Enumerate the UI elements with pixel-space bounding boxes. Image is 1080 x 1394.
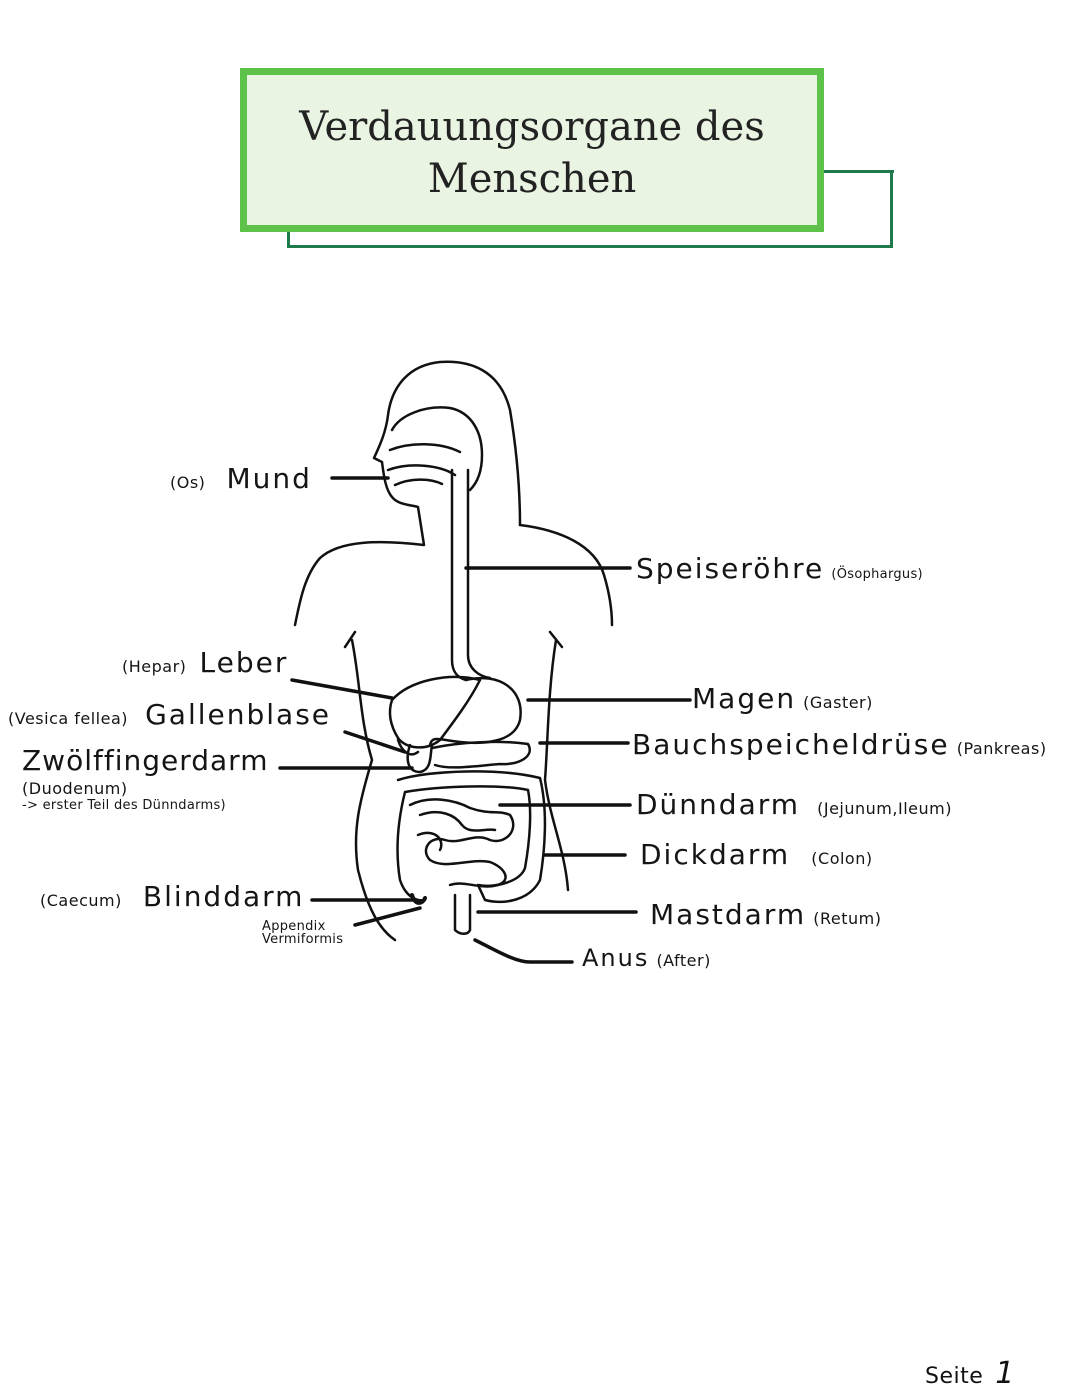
waist-right: [543, 630, 570, 892]
leader-leber: [290, 678, 394, 700]
title-shadow-edge: [822, 170, 894, 173]
waist-left: [343, 630, 397, 942]
label-gallenblase-name: Gallenblase: [145, 698, 332, 731]
page-title: Verdauungsorgane des Menschen: [247, 101, 817, 205]
duodenum: [406, 743, 434, 774]
label-mastdarm-latin: (Retum): [813, 909, 882, 928]
label-zwoelffingerdarm-name: Zwölffingerdarm: [22, 744, 269, 777]
leader-gallenblase: [343, 730, 407, 754]
label-appendix-line2: Vermiformis: [262, 932, 344, 947]
label-blinddarm: (Caecum) Blinddarm: [40, 880, 304, 913]
label-leber-name: Leber: [199, 646, 289, 679]
label-mund-name: Mund: [226, 462, 312, 495]
label-appendix: Appendix Vermiformis: [262, 920, 343, 946]
rectum: [453, 893, 472, 935]
label-appendix-line1: Appendix: [262, 919, 326, 934]
label-blinddarm-latin: (Caecum): [40, 891, 122, 910]
label-anus-name: Anus: [582, 944, 650, 972]
label-bauchspeicheldruese-latin: (Pankreas): [956, 739, 1047, 758]
small-intestine-inner: [416, 810, 497, 852]
label-magen-name: Magen: [692, 682, 797, 715]
body-outline-right: [518, 523, 614, 627]
label-mastdarm: Mastdarm (Retum): [650, 898, 881, 931]
label-bauchspeicheldruese-name: Bauchspeicheldrüse: [632, 728, 950, 761]
label-speiseroehre-name: Speiseröhre: [636, 552, 825, 585]
tongue: [393, 478, 444, 487]
label-anus: Anus (After): [582, 944, 711, 972]
large-intestine: [396, 770, 547, 904]
label-blinddarm-name: Blinddarm: [142, 880, 305, 913]
label-dickdarm-latin: (Colon): [811, 849, 873, 868]
title-box: Verdauungsorgane des Menschen: [240, 68, 824, 232]
label-gallenblase-latin: (Vesica fellea): [8, 709, 129, 728]
label-leber: (Hepar) Leber: [122, 646, 288, 679]
leader-appendix: [353, 906, 422, 927]
label-mund: (Os) Mund: [170, 462, 312, 495]
label-mastdarm-name: Mastdarm: [650, 898, 807, 931]
label-speiseroehre: Speiseröhre (Ösophargus): [636, 552, 923, 585]
label-zwoelffingerdarm-latin: (Duodenum): [22, 779, 128, 798]
label-duenndarm: Dünndarm (Jejunum,Ileum): [636, 788, 952, 821]
label-leber-latin: (Hepar): [122, 657, 187, 676]
label-mund-latin: (Os): [170, 473, 206, 492]
label-gallenblase: (Vesica fellea) Gallenblase: [8, 698, 331, 731]
label-dickdarm: Dickdarm (Colon): [640, 838, 873, 871]
label-magen: Magen (Gaster): [692, 682, 873, 715]
label-anus-latin: (After): [656, 951, 711, 970]
label-magen-latin: (Gaster): [803, 693, 873, 712]
label-zwoelffingerdarm: Zwölffingerdarm (Duodenum) -> erster Tei…: [22, 744, 268, 813]
page-number: 1: [995, 1356, 1015, 1391]
body-outline: [293, 360, 522, 627]
title-line-1: Verdauungsorgane des: [299, 104, 765, 150]
stomach: [428, 676, 522, 747]
title-line-2: Menschen: [427, 156, 637, 202]
page-footer: Seite 1: [925, 1356, 1015, 1391]
label-bauchspeicheldruese: Bauchspeicheldrüse (Pankreas): [632, 728, 1047, 761]
small-intestine: [408, 798, 515, 888]
appendix: [410, 893, 427, 905]
label-duenndarm-name: Dünndarm: [636, 788, 801, 821]
page-label: Seite: [925, 1364, 984, 1389]
nasal-cavity: [386, 442, 462, 477]
label-speiseroehre-latin: (Ösophargus): [831, 567, 923, 582]
leader-anus: [473, 938, 574, 964]
esophagus: [450, 468, 492, 682]
pancreas: [430, 740, 531, 769]
label-dickdarm-name: Dickdarm: [640, 838, 791, 871]
label-duenndarm-latin: (Jejunum,Ileum): [817, 799, 952, 818]
liver: [388, 675, 482, 749]
label-zwoelffingerdarm-note: -> erster Teil des Dünndarms): [22, 798, 226, 813]
leader-lines: [278, 476, 692, 964]
inner-head: [390, 406, 484, 492]
